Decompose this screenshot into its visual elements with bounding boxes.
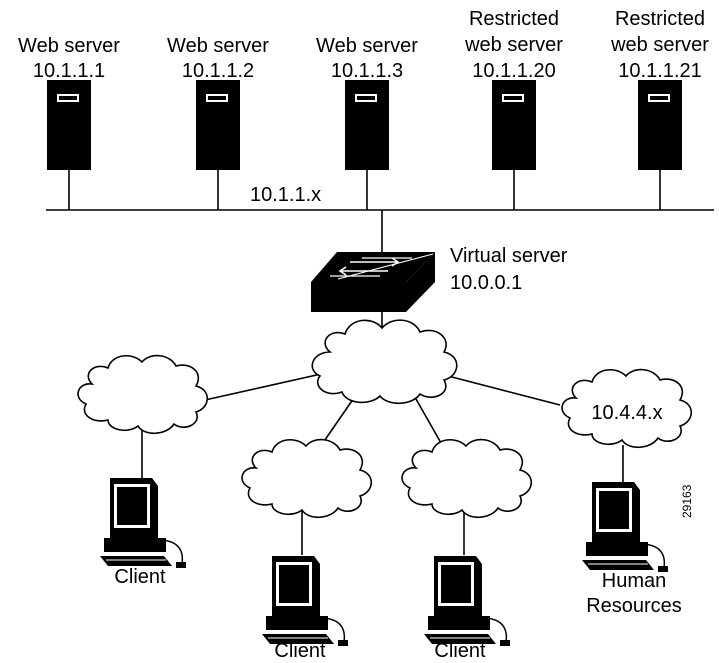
server-3-name: Web server — [316, 35, 418, 57]
hr-subnet-label: 10.4.4.x — [591, 402, 663, 424]
figure-id: 29163 — [680, 484, 694, 518]
server-5-name: Restricted — [614, 8, 706, 30]
client-3-label: Client — [434, 640, 486, 662]
hr-pc-icon — [581, 481, 669, 573]
server-3-ip: 10.1.1.3 — [330, 60, 404, 82]
hr-label-line2: Resources — [586, 595, 682, 617]
server-1-ip: 10.1.1.1 — [32, 60, 106, 82]
web-server-3-icon — [345, 80, 389, 170]
server-bus — [46, 170, 714, 255]
client-3-pc-icon — [423, 555, 511, 647]
web-server-2-icon — [196, 80, 240, 170]
client-cloud-1-icon — [77, 354, 209, 435]
client-2-pc-icon — [261, 555, 349, 647]
server-subnet-label: 10.1.1.x — [250, 184, 322, 206]
core-cloud-icon — [311, 319, 458, 405]
server-4-ip: 10.1.1.20 — [472, 60, 556, 82]
client-cloud-2-icon — [241, 438, 373, 519]
hr-cloud-icon — [561, 368, 693, 449]
server-2-ip: 10.1.1.2 — [181, 60, 255, 82]
virtual-server-ip: 10.0.0.1 — [450, 272, 523, 294]
hr-label-line1: Human — [601, 570, 667, 592]
web-server-1-icon — [47, 80, 91, 170]
client-1-label: Client — [114, 566, 166, 588]
client-1-pc-icon — [99, 477, 187, 569]
server-5-ip: 10.1.1.21 — [618, 60, 702, 82]
server-5-name-line2: web server — [611, 34, 709, 56]
switch-icon — [311, 252, 435, 312]
virtual-server-name: Virtual server — [450, 245, 568, 267]
client-2-label: Client — [274, 640, 326, 662]
restricted-server-1-icon — [492, 80, 536, 170]
client-cloud-3-icon — [401, 438, 533, 519]
server-2-name: Web server — [167, 35, 269, 57]
restricted-server-2-icon — [638, 80, 682, 170]
server-4-name: Restricted — [468, 8, 560, 30]
server-1-name: Web server — [18, 35, 120, 57]
server-4-name-line2: web server — [465, 34, 563, 56]
